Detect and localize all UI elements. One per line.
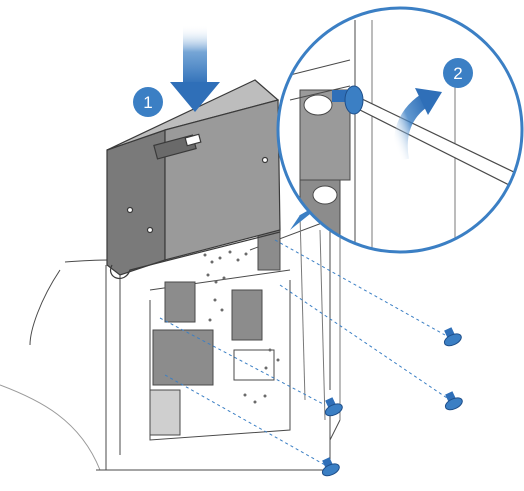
step-1-number: 1 [143,93,152,112]
step-1-badge: 1 [133,87,163,117]
rotate-arrow-icon [393,88,442,162]
arrow-down-icon [170,25,220,112]
screw-guide-lines [159,239,448,466]
screw-icon [324,397,343,417]
screw-icon [332,85,364,115]
zoom-callout [276,6,524,254]
vent-dots [203,250,280,404]
drive-bays [149,227,281,436]
screw-icon [444,391,463,411]
screw-icon [321,457,340,477]
drive-bracket [106,79,281,280]
screw-icon [443,327,462,347]
step-2-badge: 2 [443,58,473,88]
step-2-number: 2 [453,64,462,83]
